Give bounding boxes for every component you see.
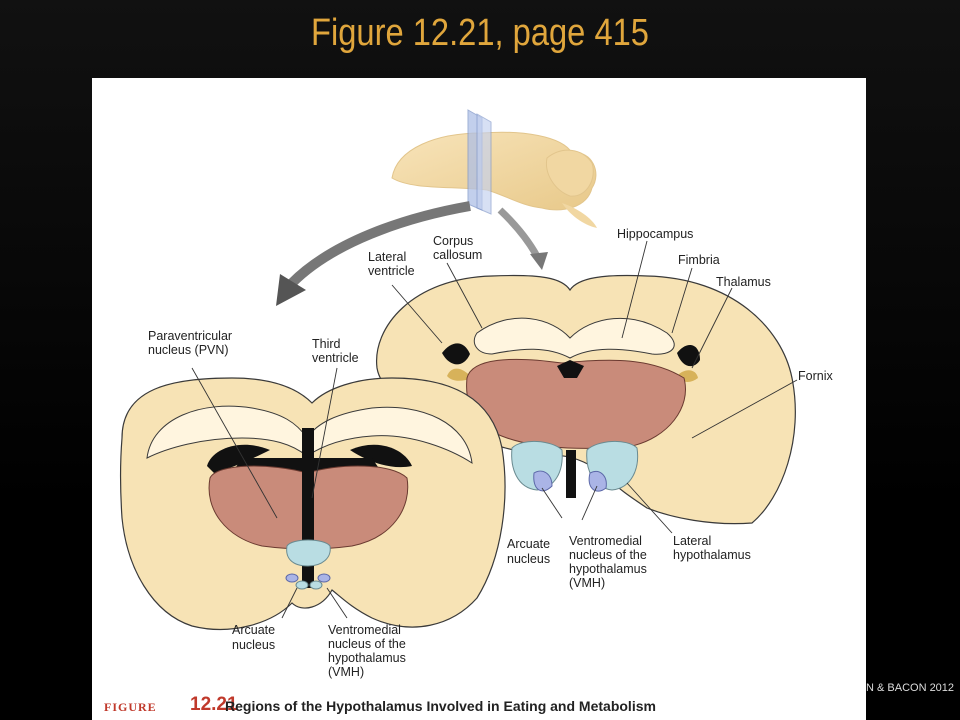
left-brain-section xyxy=(119,377,506,630)
whole-brain-illustration xyxy=(391,109,597,228)
label-lateral-hypothalamus: Lateral hypothalamus xyxy=(673,534,751,562)
label-fornix: Fornix xyxy=(798,369,833,383)
caption-title: Regions of the Hypothalamus Involved in … xyxy=(225,698,656,714)
label-third-ventricle: Third ventricle xyxy=(312,337,359,365)
label-vmh-left: Ventromedial nucleus of the hypothalamus… xyxy=(328,623,409,679)
figure-caption: FIGURE 12.21 Regions of the Hypothalamus… xyxy=(92,690,866,720)
figure-panel: Lateral ventricle Corpus callosum Hippoc… xyxy=(92,78,866,720)
figure-illustration: Lateral ventricle Corpus callosum Hippoc… xyxy=(119,109,833,679)
label-vmh-right: Ventromedial nucleus of the hypothalamus… xyxy=(569,534,650,590)
source-credit: N & BACON 2012 xyxy=(866,682,955,694)
label-pvn: Paraventricular nucleus (PVN) xyxy=(148,329,236,357)
slice-arrows xyxy=(276,201,548,306)
slide-title: Figure 12.21, page 415 xyxy=(311,12,649,54)
label-arcuate-nucleus-right: Arcuate nucleus xyxy=(507,537,554,566)
label-thalamus: Thalamus xyxy=(716,275,771,289)
caption-figure-number: 12.21 xyxy=(190,694,238,715)
caption-figure-word: FIGURE xyxy=(104,700,157,714)
leader-lines xyxy=(191,240,798,619)
label-corpus-callosum: Corpus callosum xyxy=(433,234,482,262)
label-arcuate-nucleus-left: Arcuate nucleus xyxy=(232,623,279,652)
label-hippocampus: Hippocampus xyxy=(617,227,693,241)
label-lateral-ventricle-right: Lateral ventricle xyxy=(368,250,415,278)
label-fimbria: Fimbria xyxy=(678,253,720,267)
